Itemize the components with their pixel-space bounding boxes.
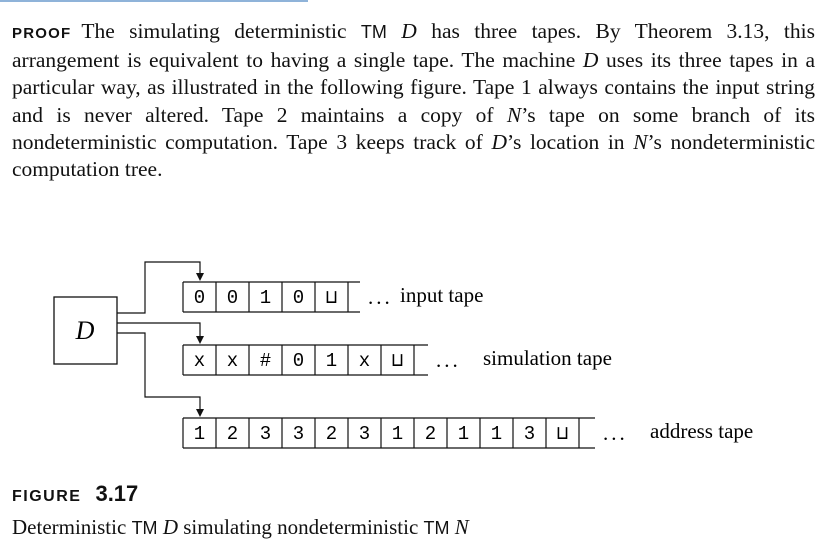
machine-label: D xyxy=(75,316,95,345)
tape-cell: 3 xyxy=(359,423,370,445)
head-arrow-1 xyxy=(196,273,204,281)
proof-d-2: D xyxy=(582,48,599,73)
proof-text-6: ’s nondeterministic computation tree. xyxy=(12,129,815,182)
figure-label: FIGURE 3.17 xyxy=(12,481,138,507)
tape-cell: 0 xyxy=(227,287,238,309)
tape-cell: # xyxy=(260,350,271,372)
tape-continuation-dots: ... xyxy=(436,348,461,372)
tape-label: simulation tape xyxy=(483,346,612,370)
proof-d-1: D xyxy=(401,19,417,43)
top-rule xyxy=(0,0,308,2)
caption-tm-1: TM xyxy=(131,518,158,538)
tape-continuation-dots: ... xyxy=(603,421,628,445)
tape-cell: 1 xyxy=(326,350,337,372)
tape-cell: 1 xyxy=(194,423,205,445)
tape-label: input tape xyxy=(400,283,483,307)
tape-label: address tape xyxy=(650,419,753,443)
tape-cell: x xyxy=(227,350,238,372)
caption-d: D xyxy=(162,515,178,539)
tape-cell: 1 xyxy=(491,423,502,445)
tape-cell: 2 xyxy=(425,423,436,445)
tape-cell: 1 xyxy=(458,423,469,445)
tape-cell: x xyxy=(194,350,205,372)
tape-cell: ⊔ xyxy=(557,423,568,445)
tape-cell: 1 xyxy=(392,423,403,445)
tape-head-connectors xyxy=(117,261,201,412)
tape-cell: 2 xyxy=(227,423,238,445)
caption-tm-2: TM xyxy=(423,518,450,538)
proof-tm: TM xyxy=(360,22,387,42)
caption-text-2: simulating nondeterministic xyxy=(177,515,424,539)
tape-cell: ⊔ xyxy=(392,350,403,372)
proof-paragraph: PROOF The simulating deterministic TM D h… xyxy=(12,18,815,183)
proof-text-3: uses its three tapes in a particular way… xyxy=(12,48,815,127)
caption-text-1: Deterministic xyxy=(12,515,132,539)
figure-number: 3.17 xyxy=(95,481,139,506)
tape-cell: 3 xyxy=(293,423,304,445)
proof-text-4: ’s tape on some branch of its nondetermi… xyxy=(12,102,815,154)
tape-continuation-dots: ... xyxy=(368,285,393,309)
tape-cell: 1 xyxy=(260,287,271,309)
proof-text-2: has three tapes. By Theorem 3.13, this a… xyxy=(12,19,815,73)
head-arrow-2 xyxy=(196,336,204,344)
proof-n-2: N xyxy=(633,129,648,154)
tape-cell: 0 xyxy=(194,287,205,309)
tape-cell: 3 xyxy=(260,423,271,445)
proof-text-1: The simulating deterministic xyxy=(81,19,361,43)
tape-cell: 2 xyxy=(326,423,337,445)
caption-n: N xyxy=(454,515,469,539)
head-arrows xyxy=(196,273,204,417)
tape-cell: x xyxy=(359,350,370,372)
machine-box xyxy=(53,296,118,365)
tape-cell: ⊔ xyxy=(326,287,337,309)
figure-caption: Deterministic TM D simulating nondetermi… xyxy=(12,514,469,542)
tape-cell: 0 xyxy=(293,287,304,309)
proof-d-3: D xyxy=(491,129,507,154)
proof-n-1: N xyxy=(506,102,522,127)
proof-label: PROOF xyxy=(12,25,72,42)
proof-text-5: ’s location in xyxy=(506,129,634,154)
head-arrow-3 xyxy=(196,409,204,417)
tape-cell: 3 xyxy=(524,423,535,445)
figure-word: FIGURE xyxy=(12,488,82,505)
tape-cell: 0 xyxy=(293,350,304,372)
